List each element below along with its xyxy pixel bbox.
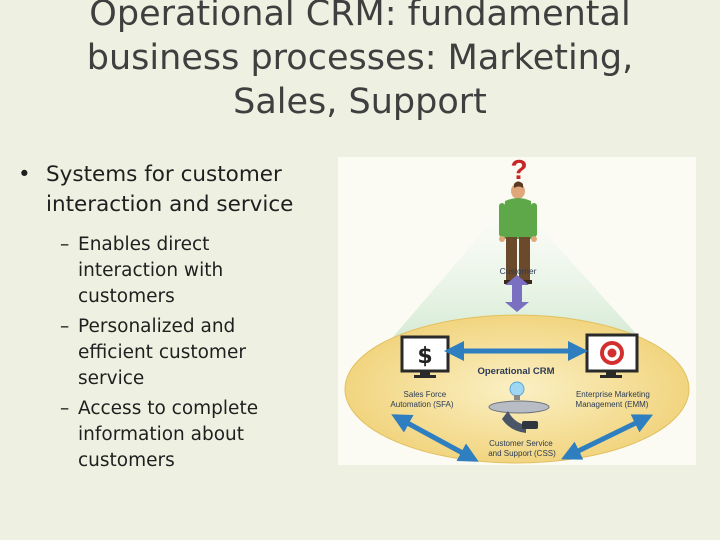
sfa-label: Sales Force Automation (SFA) xyxy=(390,390,453,409)
service-tray-icon xyxy=(488,400,550,433)
dollar-monitor-icon: $ xyxy=(400,335,450,378)
customer-label: Customer xyxy=(500,266,537,276)
slide-title: Operational CRM: fundamental business pr… xyxy=(40,0,680,124)
right-diagonal-arrow xyxy=(561,414,653,460)
sub-bullet: –Personalized and efficient customer ser… xyxy=(60,316,246,389)
center-label: Operational CRM xyxy=(477,366,554,377)
sub-bullet: –Access to complete information about cu… xyxy=(60,398,259,471)
crm-diagram-svg: ? Customer $ xyxy=(344,157,690,464)
title-line-1: Operational CRM: fundamental xyxy=(89,0,631,34)
sub-bullet-list: –Enables direct interaction with custome… xyxy=(18,232,328,474)
question-mark: ? xyxy=(510,157,527,185)
target-monitor-icon xyxy=(585,333,639,378)
crm-diagram: ? Customer $ xyxy=(338,157,696,465)
lightbulb-icon xyxy=(509,381,525,400)
css-label: Customer Service and Support (CSS) xyxy=(488,439,556,458)
emm-label: Enterprise Marketing Management (EMM) xyxy=(576,390,652,409)
main-bullet: • Systems for customer interaction and s… xyxy=(18,160,328,220)
bullet-list: • Systems for customer interaction and s… xyxy=(18,160,328,478)
vertical-arrow xyxy=(505,275,529,312)
bullet-dot: • xyxy=(18,162,31,187)
left-diagonal-arrow xyxy=(391,414,479,462)
dollar-sign: $ xyxy=(417,344,432,369)
sub-bullet: –Enables direct interaction with custome… xyxy=(60,234,224,307)
title-line-2: business processes: Marketing, xyxy=(86,38,634,78)
main-bullet-text: Systems for customer interaction and ser… xyxy=(46,162,294,217)
title-line-3: Sales, Support xyxy=(233,82,487,122)
